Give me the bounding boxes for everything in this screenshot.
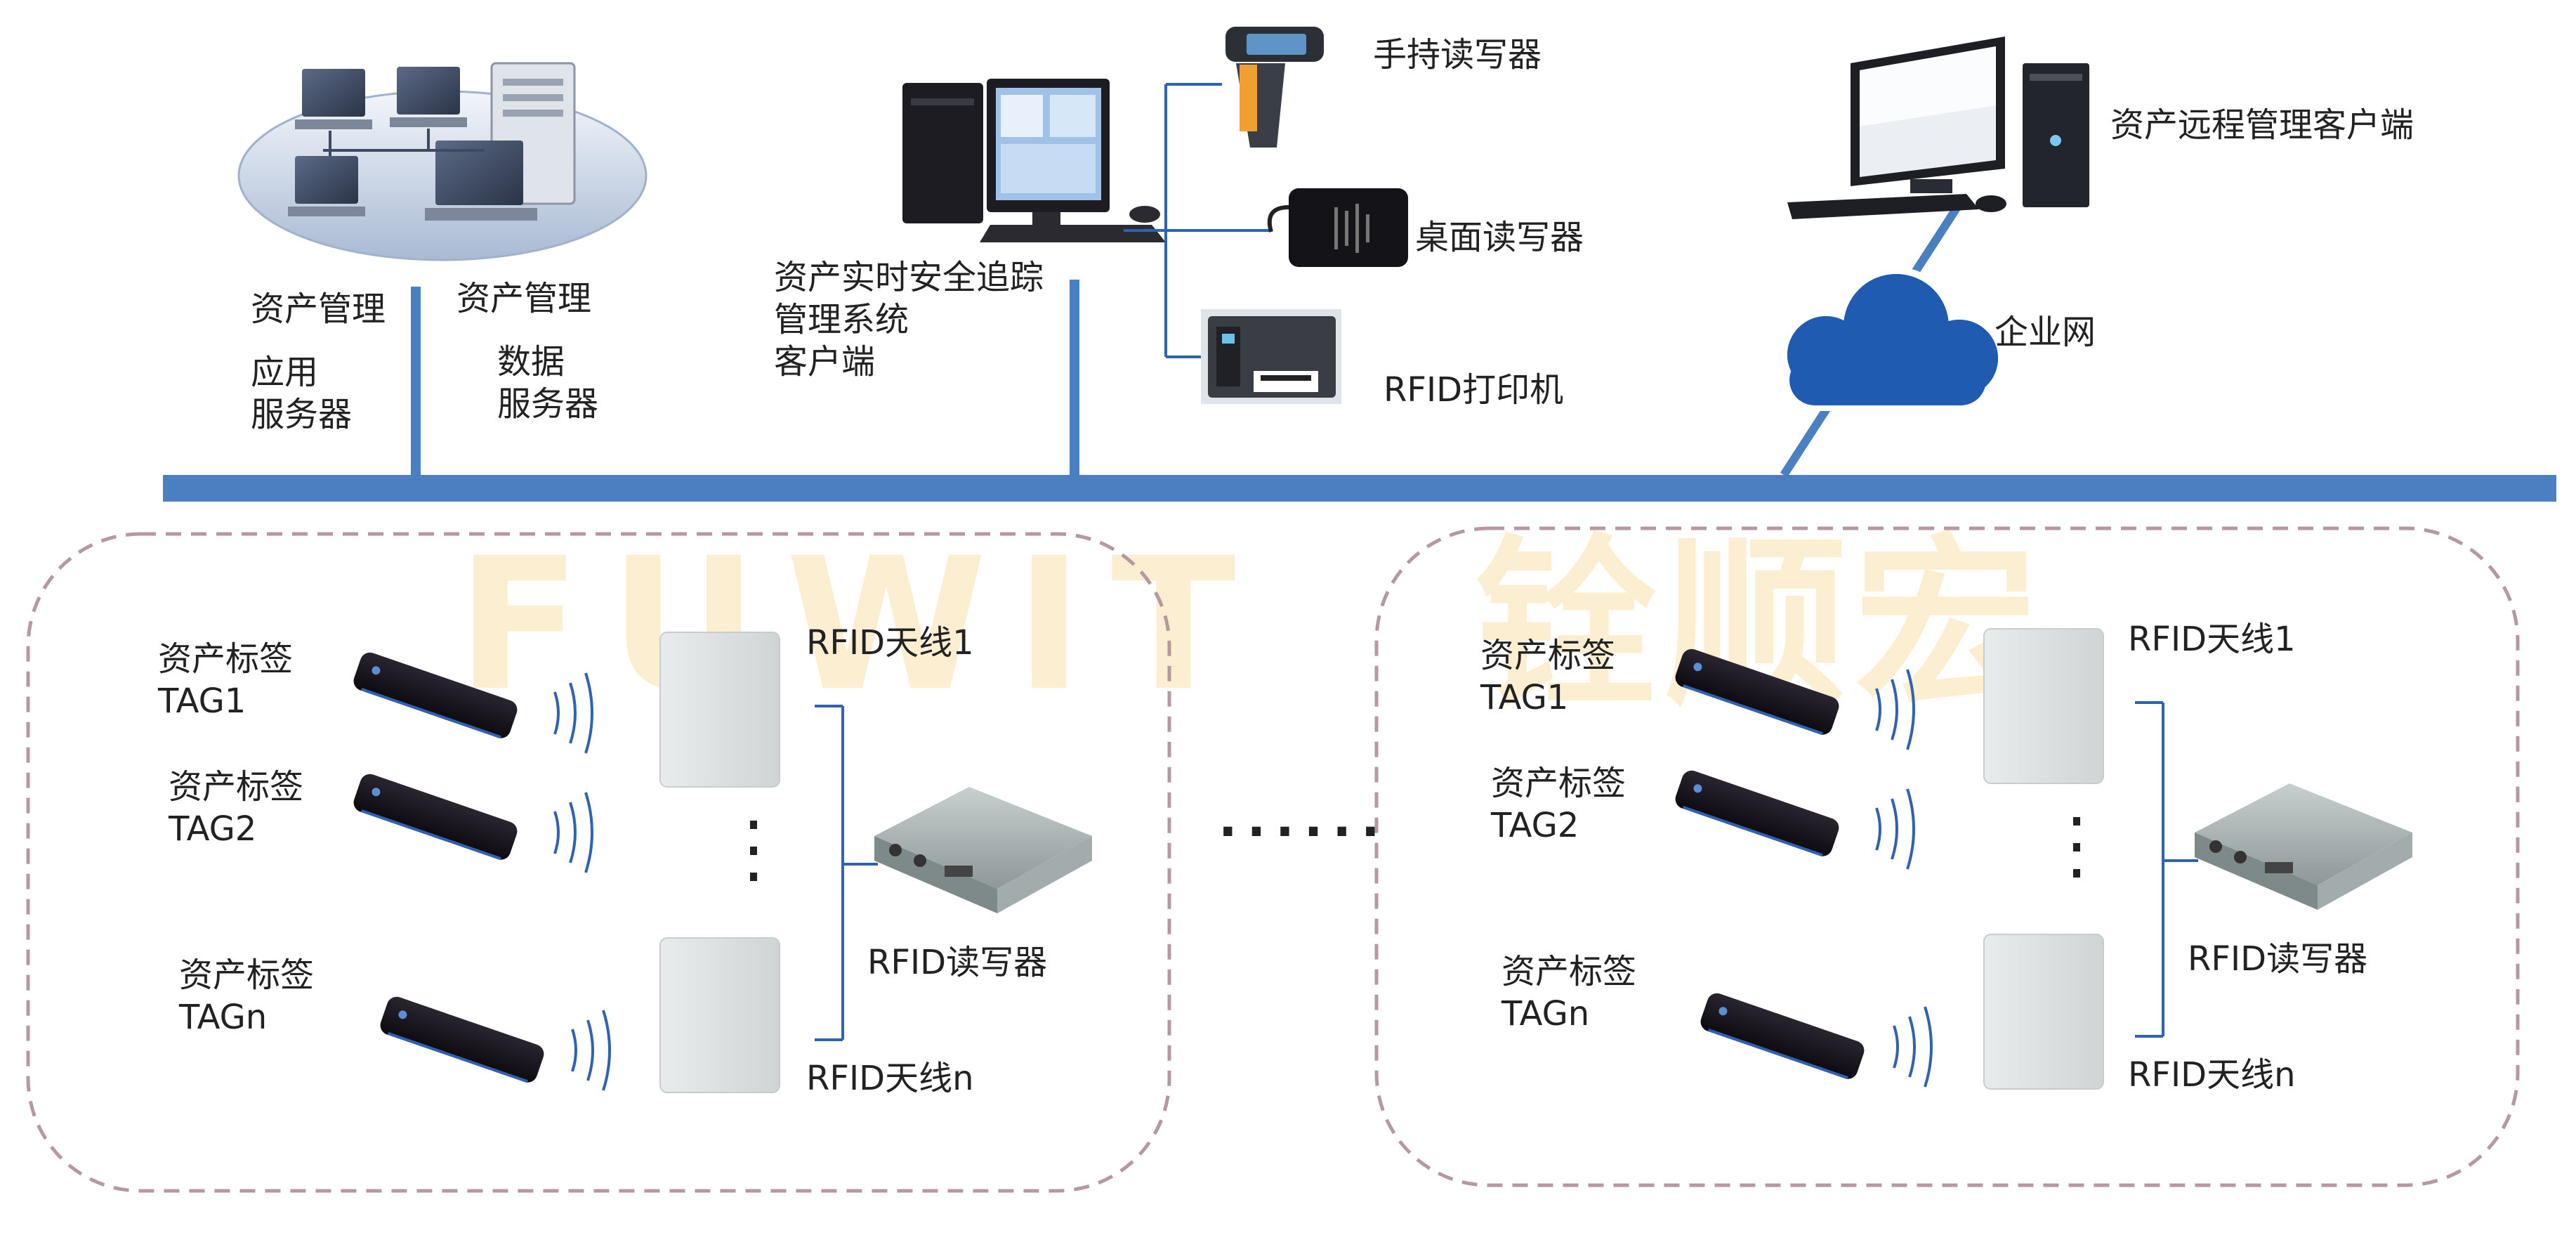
group-1-antenna-bottom-label: RFID天线n <box>806 1059 974 1098</box>
app-server-label-line-2: 应用 <box>251 353 319 392</box>
tag-id: TAG2 <box>169 809 257 849</box>
rfid-printer-icon <box>1201 309 1341 404</box>
device-bracket-lines <box>1124 83 1271 358</box>
tag-label: 资产标签 <box>1480 636 1616 675</box>
group-2-tag-n-label: 资产标签 TAGn <box>1501 951 1636 1035</box>
rfid-printer-label: RFID打印机 <box>1384 370 1564 410</box>
tag-label: 资产标签 <box>1501 952 1637 991</box>
group-1-antenna-top-label: RFID天线1 <box>806 623 974 663</box>
group-1-antenna-bracket <box>815 705 878 1041</box>
app-server-label-line-3: 服务器 <box>251 395 353 434</box>
app-server-label-line-1: 资产管理 <box>251 289 386 329</box>
desktop-reader-label: 桌面读写器 <box>1415 218 1584 257</box>
tag-label: 资产标签 <box>158 639 294 679</box>
group-2-antenna-bottom <box>1983 934 2104 1090</box>
group-2-antenna-bracket <box>2135 701 2198 1038</box>
enterprise-network-label: 企业网 <box>1995 313 2096 352</box>
group-1-signal-waves <box>553 672 611 1091</box>
tag-label: 资产标签 <box>1491 764 1627 803</box>
group-2-antenna-top <box>1983 628 2104 784</box>
handheld-reader-label: 手持读写器 <box>1373 35 1542 74</box>
data-server-label: 资产管理 数据 服务器 <box>456 278 598 425</box>
client-pc-icon <box>902 79 1166 242</box>
app-server-label: 资产管理 应用 服务器 <box>251 288 386 436</box>
client-label-line-1: 资产实时安全追踪 <box>774 258 1044 297</box>
group-1-vertical-dots <box>750 821 757 881</box>
group-1-tags <box>353 652 544 1083</box>
group-1-tag-1-label: 资产标签 TAG1 <box>158 638 293 722</box>
data-server-label-line-3: 服务器 <box>497 384 599 424</box>
group-2-tag-2-label: 资产标签 TAG2 <box>1491 762 1626 847</box>
group-1-tag-2-label: 资产标签 TAG2 <box>169 766 303 850</box>
client-label: 资产实时安全追踪 管理系统 客户端 <box>774 256 1044 383</box>
group-2-reader-icon <box>2195 783 2412 910</box>
tag-id: TAG1 <box>158 681 247 721</box>
client-label-line-3: 客户端 <box>774 342 876 381</box>
group-2-antenna-top-label: RFID天线1 <box>2128 620 2296 659</box>
desktop-reader-icon <box>1267 188 1408 267</box>
network-bus <box>163 475 2556 502</box>
group-1-tag-n-label: 资产标签 TAGn <box>179 954 314 1038</box>
group-1-antenna-top <box>659 632 780 788</box>
client-label-line-2: 管理系统 <box>774 300 909 339</box>
more-groups-ellipsis: ...... <box>1218 790 1390 848</box>
group-2-antenna-bottom-label: RFID天线n <box>2128 1055 2296 1095</box>
watermark-latin: FUWIT <box>456 519 1264 731</box>
group-1-antenna-bottom <box>659 937 780 1093</box>
group-2-tag-1-label: 资产标签 TAG1 <box>1480 634 1615 719</box>
group-frame-1 <box>26 532 1171 1193</box>
client-drop-line <box>1070 280 1079 476</box>
group-frame-2 <box>1374 526 2520 1187</box>
data-server-label-line-1: 资产管理 <box>456 279 592 318</box>
group-2-tags <box>1675 648 1865 1080</box>
group-2-vertical-dots <box>2073 817 2080 878</box>
tag-id: TAGn <box>179 998 268 1037</box>
group-1-reader-label: RFID读写器 <box>867 943 1048 982</box>
app-server-drop-line <box>411 287 421 476</box>
handheld-reader-icon <box>1225 27 1324 148</box>
data-server-label-line-2: 数据 <box>497 342 565 381</box>
tag-id: TAG2 <box>1491 806 1579 845</box>
tag-label: 资产标签 <box>169 767 304 807</box>
group-2-reader-label: RFID读写器 <box>2188 939 2368 979</box>
group-2-signal-waves <box>1875 669 1933 1088</box>
cloud-icon-fill <box>1787 274 1998 405</box>
tag-label: 资产标签 <box>179 955 315 995</box>
tag-id: TAG1 <box>1480 678 1569 717</box>
group-1-reader-icon <box>874 787 1092 913</box>
tag-id: TAGn <box>1501 994 1590 1033</box>
remote-client-label: 资产远程管理客户端 <box>2110 105 2414 145</box>
remote-pc-icon <box>1787 37 2089 219</box>
server-cluster-icon <box>237 62 648 261</box>
